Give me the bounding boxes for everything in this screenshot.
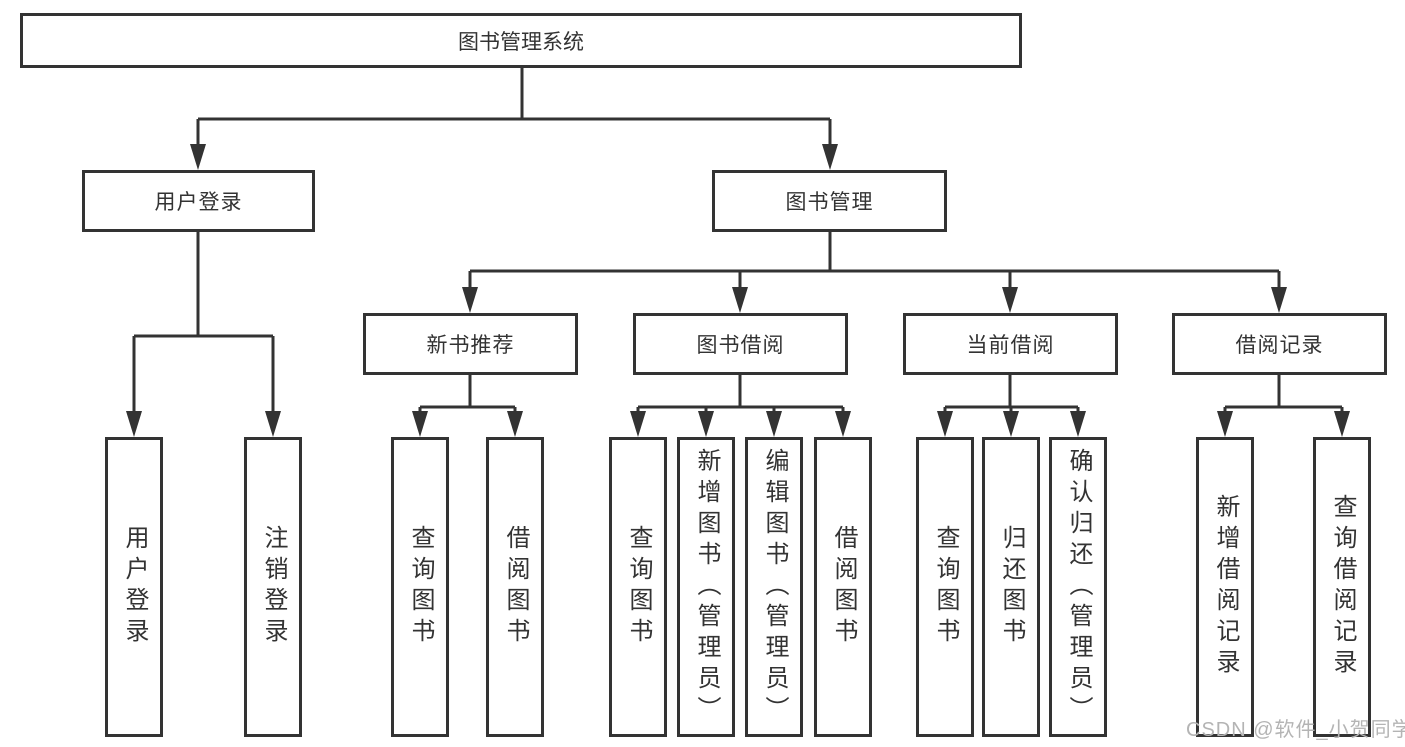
- arrow-down-icon: [190, 144, 206, 170]
- arrow-down-icon: [462, 287, 478, 313]
- arrow-down-icon: [835, 411, 851, 437]
- leaf-query-books-current: 查询图书: [916, 437, 974, 737]
- arrow-down-icon: [822, 144, 838, 170]
- node-user-login: 用户登录: [82, 170, 315, 232]
- arrow-down-icon: [412, 411, 428, 437]
- leaf-confirm-return-admin: 确认归还（管理员）: [1049, 437, 1107, 737]
- leaf-logout: 注销登录: [244, 437, 302, 737]
- leaf-add-books-admin: 新增图书（管理员）: [677, 437, 735, 737]
- node-library-system: 图书管理系统: [20, 13, 1022, 68]
- arrow-down-icon: [1334, 411, 1350, 437]
- arrow-down-icon: [126, 411, 142, 437]
- arrow-down-icon: [1003, 411, 1019, 437]
- connector-borrowing-to-leaves: [630, 375, 851, 437]
- leaf-borrow-books-recommend: 借阅图书: [486, 437, 544, 737]
- node-book-borrowing: 图书借阅: [633, 313, 848, 375]
- leaf-query-books-borrowing: 查询图书: [609, 437, 667, 737]
- leaf-borrow-books: 借阅图书: [814, 437, 872, 737]
- arrow-down-icon: [630, 411, 646, 437]
- csdn-watermark: CSDN @软件_小贺同学: [1186, 719, 1405, 741]
- node-new-book-recommend: 新书推荐: [363, 313, 578, 375]
- arrow-down-icon: [732, 287, 748, 313]
- connector-records-to-leaves: [1217, 375, 1350, 437]
- connector-userlogin-to-leaves: [126, 232, 281, 437]
- arrow-down-icon: [1002, 287, 1018, 313]
- arrow-down-icon: [937, 411, 953, 437]
- leaf-user-login: 用户登录: [105, 437, 163, 737]
- leaf-query-books-recommend: 查询图书: [391, 437, 449, 737]
- arrow-down-icon: [1217, 411, 1233, 437]
- connector-current-to-leaves: [937, 375, 1086, 437]
- leaf-query-borrow-record: 查询借阅记录: [1313, 437, 1371, 737]
- arrow-down-icon: [1070, 411, 1086, 437]
- arrow-down-icon: [698, 411, 714, 437]
- connector-newbooks-to-leaves: [412, 375, 523, 437]
- leaf-add-borrow-record: 新增借阅记录: [1196, 437, 1254, 737]
- leaf-edit-books-admin: 编辑图书（管理员）: [745, 437, 803, 737]
- arrow-down-icon: [1271, 287, 1287, 313]
- node-borrow-records: 借阅记录: [1172, 313, 1387, 375]
- arrow-down-icon: [507, 411, 523, 437]
- arrow-down-icon: [766, 411, 782, 437]
- leaf-return-books: 归还图书: [982, 437, 1040, 737]
- connector-root-to-level2: [190, 68, 838, 170]
- connector-bookmgmt-to-level3: [462, 232, 1287, 313]
- node-current-borrowing: 当前借阅: [903, 313, 1118, 375]
- node-book-management: 图书管理: [712, 170, 947, 232]
- arrow-down-icon: [265, 411, 281, 437]
